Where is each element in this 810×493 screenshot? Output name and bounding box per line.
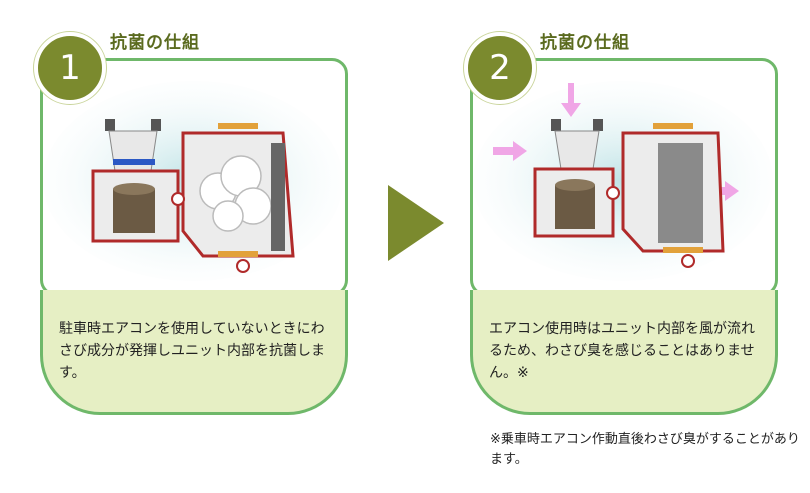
footnote: ※乗車時エアコン作動直後わさび臭がすることがあります。 xyxy=(490,432,800,467)
step-description: エアコン使用時はユニット内部を風が流れるため、わさび臭を感じることはありません。… xyxy=(489,321,755,381)
next-step-arrow-icon xyxy=(388,185,444,261)
step-description-box: エアコン使用時はユニット内部を風が流れるため、わさび臭を感じることはありません。… xyxy=(470,290,778,415)
step-description: 駐車時エアコンを使用していないときにわさび成分が発揮しユニット内部を抗菌します。 xyxy=(59,321,325,381)
step-panel-1: 1 抗菌の仕組 駐車時エアコンを使用していないときにわさび成分が発揮しユニット内… xyxy=(20,0,370,493)
step-title: 抗菌の仕組 xyxy=(540,33,630,53)
unit-illustration-2 xyxy=(470,58,778,296)
step-number-badge: 1 xyxy=(34,32,106,104)
step-description-box: 駐車時エアコンを使用していないときにわさび成分が発揮しユニット内部を抗菌します。 xyxy=(40,290,348,415)
step-title: 抗菌の仕組 xyxy=(110,33,200,53)
step-number-badge: 2 xyxy=(464,32,536,104)
step-panel-2: 2 抗菌の仕組 エアコン使用時はユニット内部を風が流れるため、わさび臭を感じるこ… xyxy=(450,0,800,493)
unit-illustration-1 xyxy=(40,58,348,296)
